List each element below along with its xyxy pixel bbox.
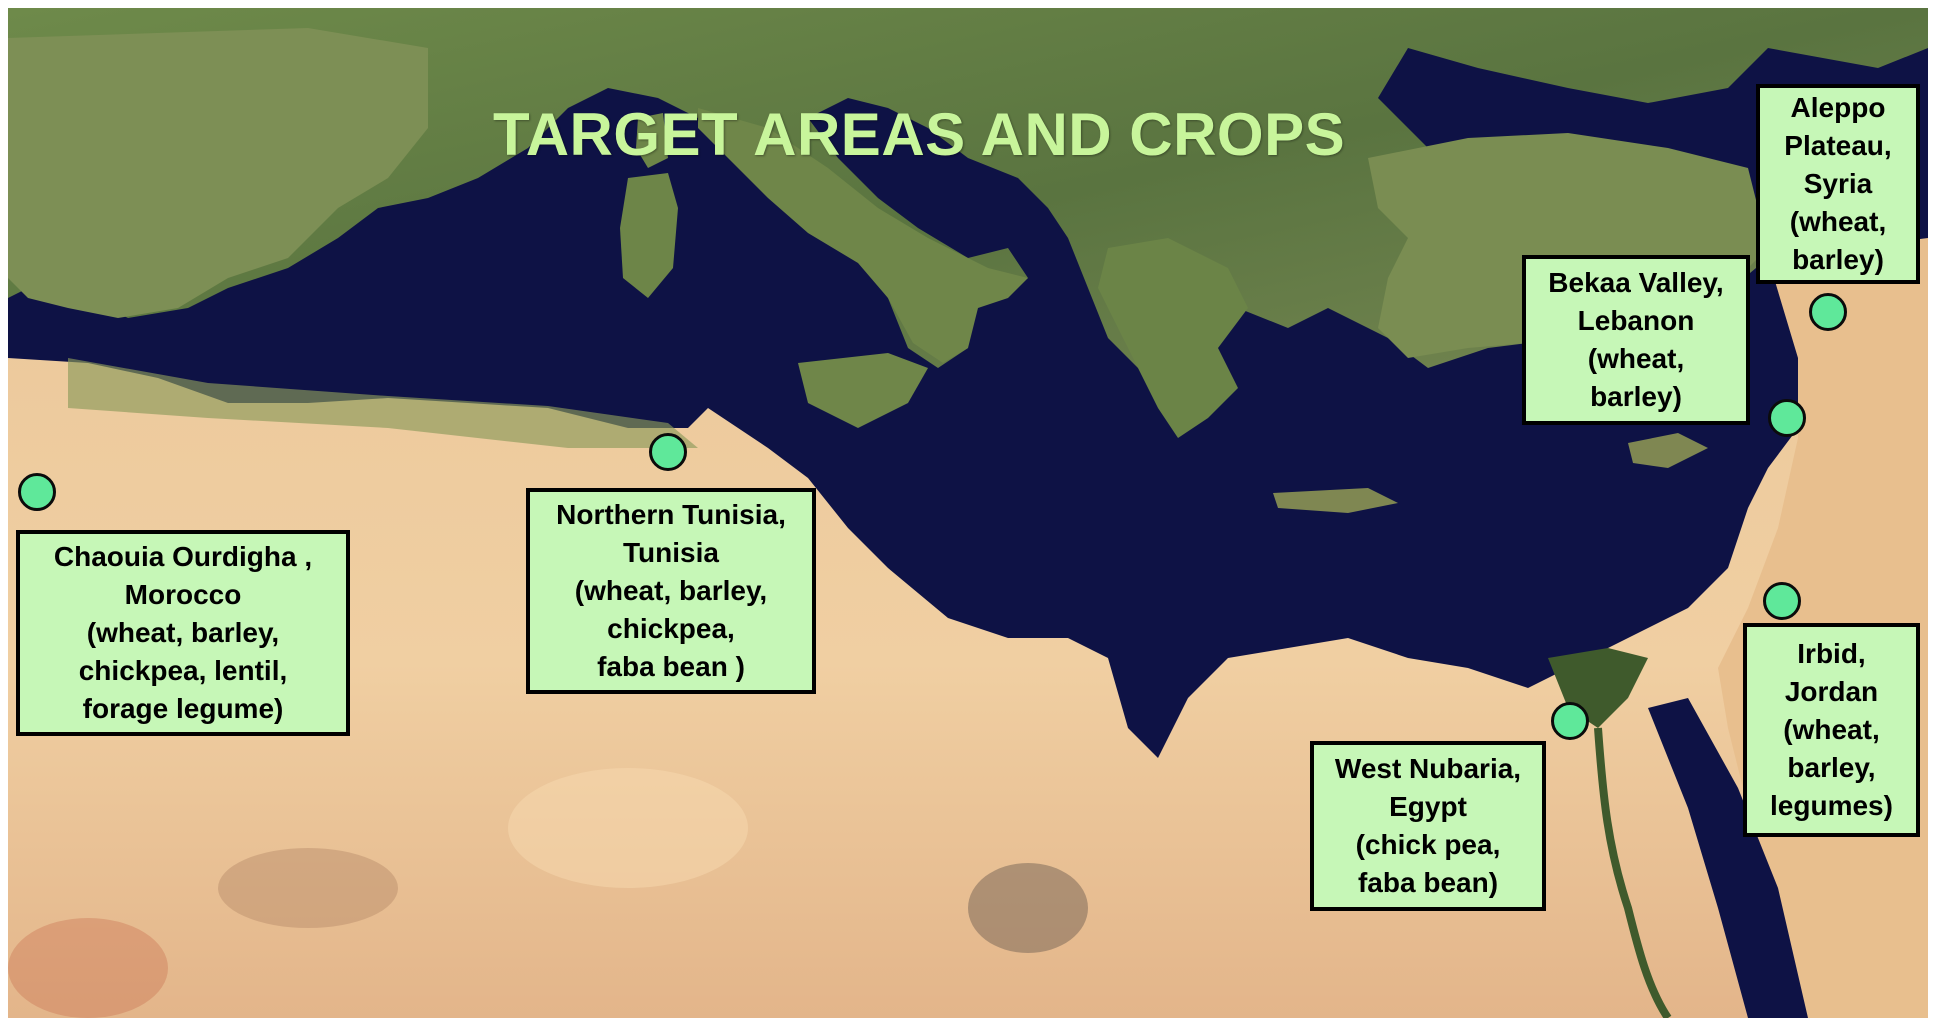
site-marker-tunisia[interactable]	[649, 433, 687, 471]
iberia	[8, 28, 428, 318]
site-label-line: Bekaa Valley,	[1548, 267, 1724, 298]
site-label-line: (wheat, barley,	[574, 575, 768, 606]
site-label-line: chickpea,	[607, 613, 735, 644]
site-label-line: Syria	[1803, 168, 1873, 199]
site-label-line: (wheat,	[1587, 343, 1685, 374]
site-label-egypt: West Nubaria, Egypt (chick pea, faba bea…	[1310, 741, 1546, 911]
site-label-line: barley,	[1787, 752, 1876, 783]
site-label-jordan: Irbid, Jordan (wheat, barley, legumes)	[1743, 623, 1920, 837]
site-marker-jordan[interactable]	[1763, 582, 1801, 620]
site-label-line: Irbid,	[1797, 638, 1866, 669]
site-label-line: legumes)	[1770, 790, 1893, 821]
site-label-line: Plateau,	[1784, 130, 1892, 161]
site-marker-lebanon[interactable]	[1768, 399, 1806, 437]
desert-patch	[218, 848, 398, 928]
site-label-line: Jordan	[1784, 676, 1879, 707]
site-label-line: barley)	[1792, 244, 1884, 275]
site-marker-egypt[interactable]	[1551, 702, 1589, 740]
site-label-line: Morocco	[124, 579, 242, 610]
nile-valley	[1594, 727, 1672, 1018]
sicily	[798, 353, 928, 428]
site-marker-syria[interactable]	[1809, 293, 1847, 331]
sardinia	[620, 173, 678, 298]
crete	[1273, 488, 1398, 513]
site-label-line: barley)	[1590, 381, 1682, 412]
site-label-syria: Aleppo Plateau, Syria (wheat, barley)	[1756, 84, 1920, 284]
site-label-line: Chaouia Ourdigha ,	[53, 541, 313, 572]
site-label-line: faba bean)	[1357, 867, 1499, 898]
site-label-line: Tunisia	[623, 537, 719, 568]
cyprus	[1628, 433, 1708, 468]
desert-patch	[968, 863, 1088, 953]
site-label-line: (chick pea,	[1355, 829, 1501, 860]
site-label-lebanon: Bekaa Valley, Lebanon (wheat, barley)	[1522, 255, 1750, 425]
desert-patch	[508, 768, 748, 888]
site-label-line: faba bean )	[597, 651, 745, 682]
site-label-line: (wheat, barley,	[86, 617, 280, 648]
italy	[698, 108, 1028, 363]
site-label-line: chickpea, lentil,	[78, 655, 288, 686]
site-label-tunisia: Northern Tunisia, Tunisia (wheat, barley…	[526, 488, 816, 694]
site-label-line: Lebanon	[1577, 305, 1695, 336]
site-label-morocco: Chaouia Ourdigha , Morocco (wheat, barle…	[16, 530, 350, 736]
site-label-line: Egypt	[1389, 791, 1467, 822]
site-label-line: (wheat,	[1783, 714, 1880, 745]
site-label-line: West Nubaria,	[1334, 753, 1522, 784]
greece	[1098, 238, 1248, 438]
site-label-line: (wheat,	[1789, 206, 1887, 237]
satellite-map: TARGET AREAS AND CROPS Chaouia Ourdigha …	[8, 8, 1928, 1018]
site-label-line: Aleppo	[1790, 92, 1886, 123]
maghreb-green	[68, 358, 698, 448]
red-sea	[1648, 698, 1808, 1018]
map-title: TARGET AREAS AND CROPS	[493, 101, 1346, 168]
desert-patch	[8, 918, 168, 1018]
site-label-line: forage legume)	[82, 693, 284, 724]
site-marker-morocco[interactable]	[18, 473, 56, 511]
site-label-line: Northern Tunisia,	[556, 499, 786, 530]
corsica	[636, 113, 668, 168]
